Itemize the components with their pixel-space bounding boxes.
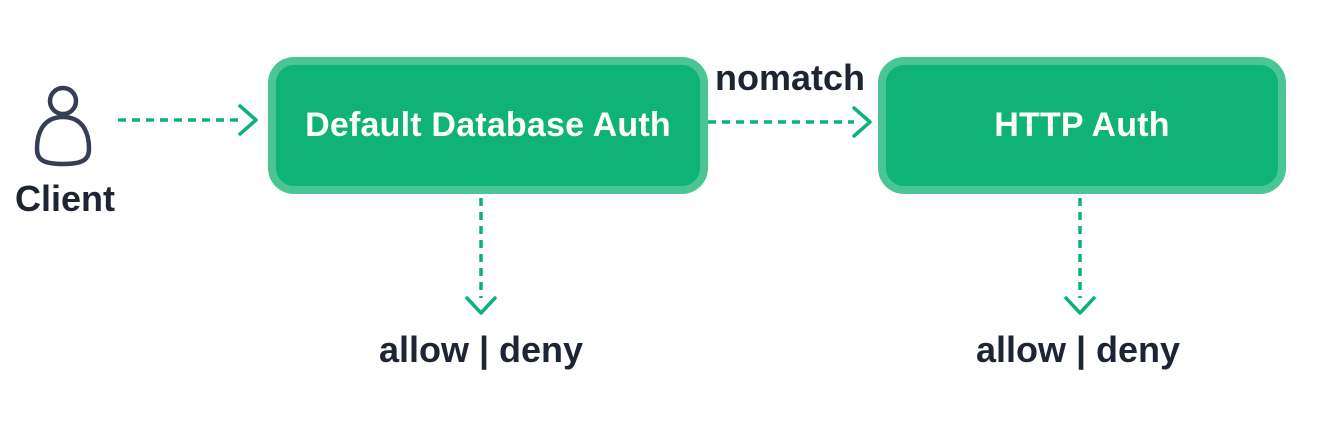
- arrow-db-auth-to-http-auth-icon: [708, 106, 872, 138]
- client-label: Client: [14, 178, 115, 219]
- client-node: Client: [0, 0, 130, 230]
- arrow-http-auth-to-result-icon: [1064, 198, 1096, 315]
- arrow-db-auth-to-result-icon: [465, 198, 497, 315]
- node-default-database-auth: Default Database Auth: [268, 57, 708, 194]
- person-icon: [34, 85, 92, 167]
- node-http-auth: HTTP Auth: [878, 57, 1286, 194]
- node-default-database-auth-label: Default Database Auth: [305, 106, 671, 144]
- arrow-client-to-default-db-auth-icon: [118, 104, 258, 136]
- edge-label-nomatch: nomatch: [714, 57, 865, 98]
- node-http-auth-label: HTTP Auth: [994, 106, 1170, 144]
- result-label-db-auth: allow | deny: [378, 329, 584, 370]
- result-label-http-auth: allow | deny: [975, 329, 1181, 370]
